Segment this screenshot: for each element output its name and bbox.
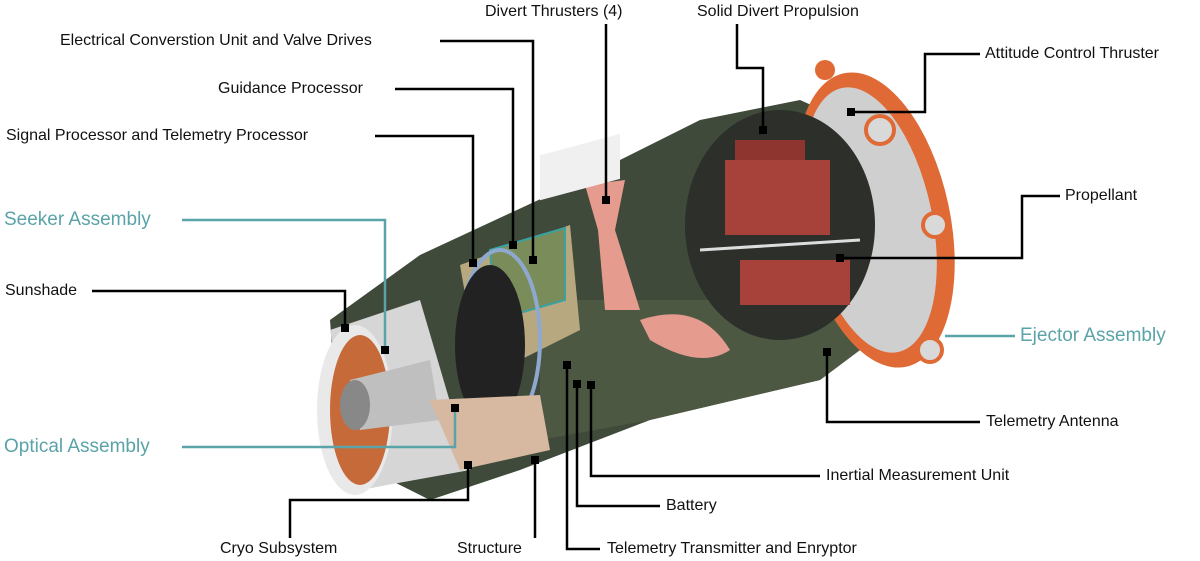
leader-propellant	[840, 194, 1060, 260]
label-telemetry-antenna: Telemetry Antenna	[986, 413, 1119, 430]
label-propellant: Propellant	[1065, 187, 1138, 204]
leader-electrical	[440, 39, 535, 260]
leader-imu	[589, 385, 820, 478]
label-electrical-conversion: Electrical Converstion Unit and Valve Dr…	[60, 32, 372, 49]
leader-optical	[182, 408, 457, 449]
label-attitude-control-thruster: Attitude Control Thruster	[985, 45, 1160, 62]
label-signal-processor: Signal Processor and Telemetry Processor	[6, 127, 309, 144]
label-seeker-assembly: Seeker Assembly	[4, 209, 151, 230]
leader-solid-divert	[735, 24, 765, 130]
label-solid-divert-propulsion: Solid Divert Propulsion	[697, 3, 859, 20]
leader-attitude	[851, 52, 980, 114]
leader-cryo	[288, 465, 470, 538]
optical-assembly	[350, 360, 440, 430]
propellant-grain	[725, 160, 830, 235]
cryo-subsystem	[430, 395, 550, 470]
leader-endpoints	[341, 108, 855, 469]
label-battery: Battery	[666, 497, 717, 514]
leader-guidance	[395, 87, 515, 245]
label-sunshade: Sunshade	[5, 282, 78, 299]
label-cryo-subsystem: Cryo Subsystem	[220, 540, 338, 557]
label-divert-thrusters: Divert Thrusters (4)	[485, 3, 623, 20]
label-optical-assembly: Optical Assembly	[4, 436, 150, 457]
leader-seeker	[182, 218, 387, 350]
outer-casing	[540, 300, 900, 440]
label-telemetry-transmitter: Telemetry Transmitter and Enryptor	[607, 540, 857, 557]
leader-battery	[575, 384, 660, 508]
label-imu: Inertial Measurement Unit	[826, 467, 1010, 484]
label-guidance-processor: Guidance Processor	[218, 80, 363, 97]
leader-sunshade	[92, 289, 347, 328]
leader-signal	[375, 134, 475, 263]
label-ejector-assembly: Ejector Assembly	[1020, 325, 1166, 346]
leader-transmitter	[565, 365, 600, 551]
leader-lines	[92, 24, 1060, 551]
divert-thruster	[585, 180, 640, 310]
leader-antenna	[825, 352, 980, 424]
label-structure: Structure	[457, 540, 522, 557]
